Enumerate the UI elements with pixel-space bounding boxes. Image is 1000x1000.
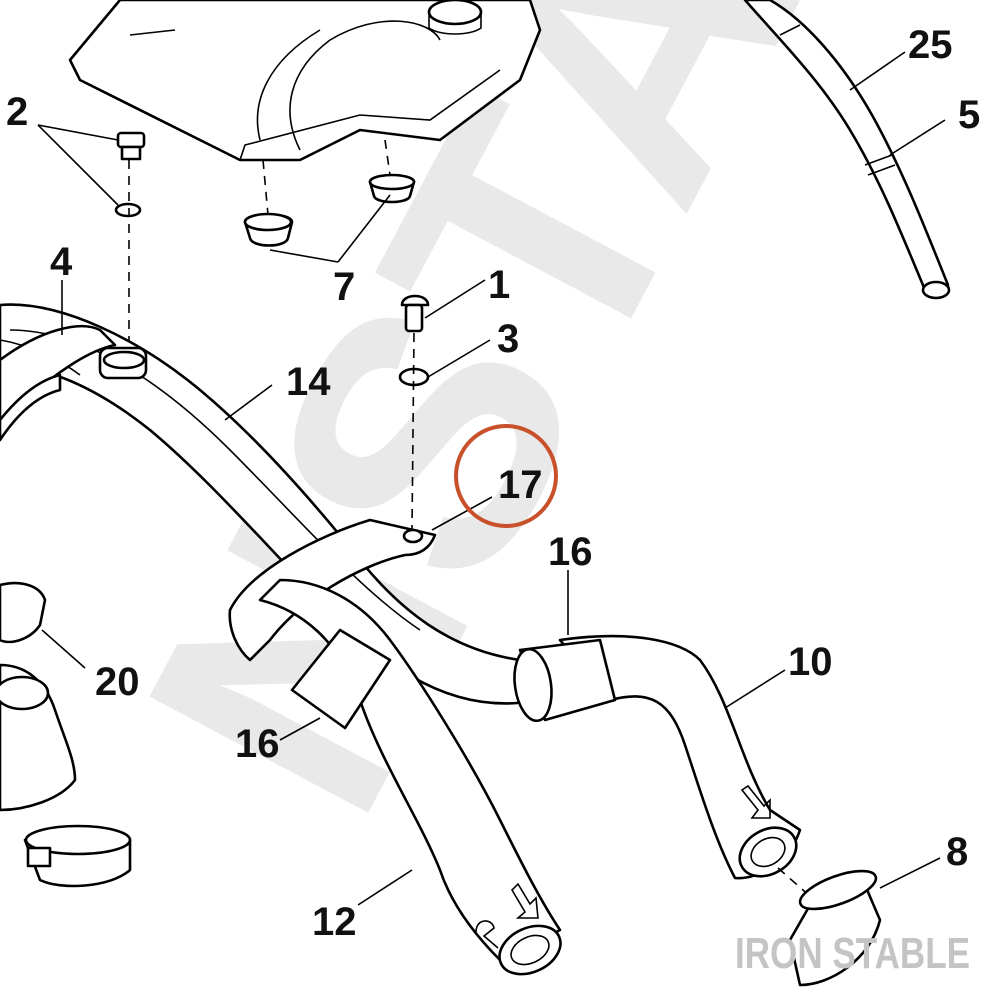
callout-20: 20 — [95, 660, 140, 704]
leader-lines — [37, 51, 946, 906]
cap-8 — [777, 867, 882, 987]
screw-1 — [398, 294, 430, 531]
vent-hose — [743, 0, 951, 300]
brand-wordmark: IRON STABLE — [735, 929, 970, 978]
callout-5: 5 — [958, 93, 980, 137]
callout-17: 17 — [498, 463, 543, 507]
callout-16-left: 16 — [235, 722, 280, 766]
highlight-circle — [454, 424, 558, 528]
strap-4 — [0, 324, 148, 442]
clamp-17 — [228, 518, 437, 662]
pipe-20 — [0, 581, 132, 888]
callout-10: 10 — [788, 640, 833, 684]
callout-12: 12 — [312, 900, 357, 944]
reservoir-tank — [68, 0, 542, 162]
callout-labels: 2 4 7 1 3 14 17 16 10 16 20 12 8 25 5 — [6, 23, 980, 944]
callout-8: 8 — [946, 830, 968, 874]
screw-2 — [114, 131, 146, 350]
coupler-16-right — [513, 638, 617, 723]
callout-1: 1 — [488, 263, 510, 307]
callout-3: 3 — [497, 317, 519, 361]
callout-16-right: 16 — [548, 530, 593, 574]
callout-25: 25 — [908, 23, 953, 67]
callout-7: 7 — [333, 265, 355, 309]
grommets-7 — [243, 139, 416, 247]
pipe-12 — [258, 578, 562, 976]
elbow-10 — [558, 634, 802, 880]
callout-4: 4 — [50, 240, 73, 284]
callout-2: 2 — [6, 90, 28, 134]
callout-14: 14 — [286, 360, 331, 404]
